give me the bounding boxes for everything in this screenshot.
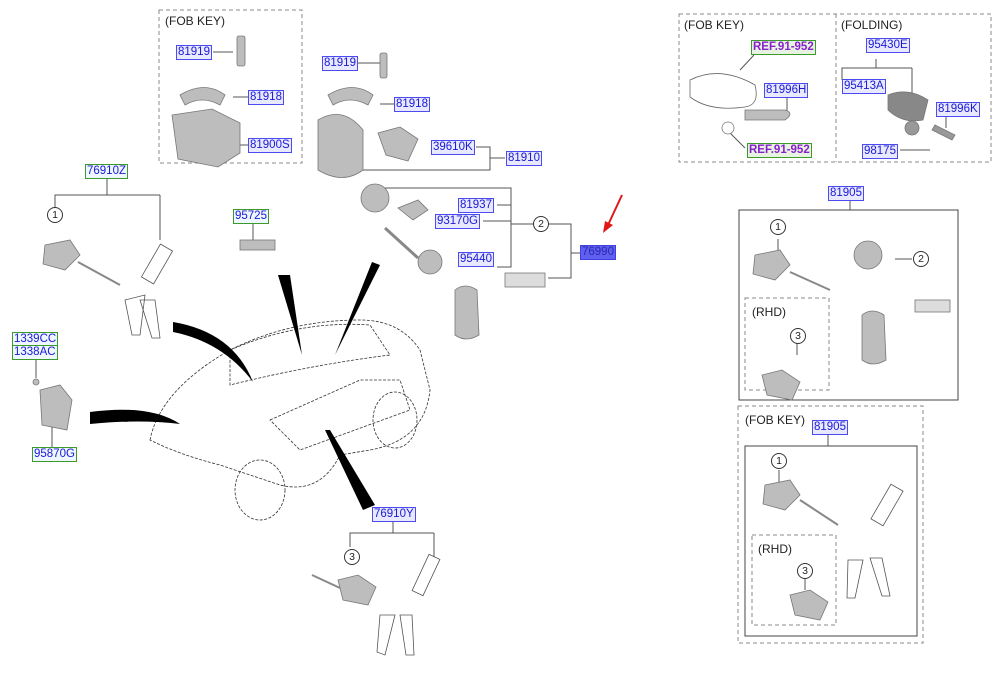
key-tag-illustration-2 <box>140 243 174 285</box>
fob-kit-door-cylinder <box>762 479 801 511</box>
door-cylinder-illustration <box>42 239 81 271</box>
fob-key-box-left <box>158 9 303 164</box>
part-label-81905[interactable]: 81905 <box>828 186 864 201</box>
rhd-caption-2: (RHD) <box>758 542 792 556</box>
callout-circle-1: 1 <box>47 207 63 223</box>
kit-rhd-cylinder <box>761 369 801 401</box>
part-label-98175[interactable]: 98175 <box>862 144 898 159</box>
battery-illustration-2 <box>904 120 920 136</box>
part-label-1339cc[interactable]: 1339CC <box>12 332 59 347</box>
housing-cover-illustration-2 <box>327 87 374 106</box>
fob-key-caption-left: (FOB KEY) <box>165 14 226 28</box>
part-label-95870g[interactable]: 95870G <box>32 447 77 462</box>
part-label-95413a[interactable]: 95413A <box>842 79 886 94</box>
rhd-caption-1: (RHD) <box>752 305 786 319</box>
callout-circle-2: 2 <box>533 216 549 232</box>
fob-key-caption-kit: (FOB KEY) <box>745 413 806 427</box>
callout-circle-1: 1 <box>770 219 786 235</box>
vehicle-outline <box>149 319 431 521</box>
rhd-cylinder-illustration <box>337 574 377 606</box>
antenna-rod <box>383 226 420 260</box>
part-label-81910[interactable]: 81910 <box>506 151 542 166</box>
battery-illustration <box>721 121 735 135</box>
part-label-81918[interactable]: 81918 <box>248 90 284 105</box>
steering-lock-illustration <box>171 108 241 168</box>
fob-kit-rhd-cylinder <box>789 589 829 621</box>
solid-boxes <box>738 209 959 637</box>
part-label-93170g[interactable]: 93170G <box>435 214 480 229</box>
kit-box <box>738 209 959 401</box>
part-label-95725[interactable]: 95725 <box>233 209 269 224</box>
ref-label-91-952[interactable]: REF.91-952 <box>751 40 816 55</box>
folding-key-illustration <box>887 91 929 122</box>
part-label-81996h[interactable]: 81996H <box>764 83 809 98</box>
part-label-1338ac[interactable]: 1338AC <box>12 345 58 360</box>
kit-box-fob <box>744 445 918 637</box>
part-label-95440[interactable]: 95440 <box>458 252 494 267</box>
screw-illustration-2 <box>379 52 388 79</box>
remote-key-illustration <box>454 285 480 340</box>
housing-cover-illustration <box>179 87 226 106</box>
pointer-wedge <box>278 275 302 355</box>
red-arrow <box>603 194 623 233</box>
part-illustrations <box>32 35 956 656</box>
fob-key-box-right <box>737 405 924 644</box>
key-tag-illustration <box>504 272 546 288</box>
rhd-box-2 <box>751 534 837 626</box>
fob-kit-key-tag <box>870 483 904 527</box>
switch-illustration <box>239 239 276 251</box>
pointer-wedge <box>173 322 253 382</box>
immobilizer-illustration <box>397 199 429 221</box>
fob-kit-keys <box>846 557 891 599</box>
bracket-illustration <box>377 126 419 162</box>
coil-ring-illustration <box>417 249 443 275</box>
part-label-81905-fob[interactable]: 81905 <box>812 420 848 435</box>
part-label-76910z[interactable]: 76910Z <box>85 164 129 179</box>
leader-lines <box>35 51 947 590</box>
part-label-81900s[interactable]: 81900S <box>248 138 292 153</box>
callout-circle-3: 3 <box>797 563 813 579</box>
callout-circle-1: 1 <box>771 453 787 469</box>
pointer-wedges <box>90 262 380 510</box>
key-blade-illustration <box>931 124 956 141</box>
screw-illustration <box>236 35 246 67</box>
callout-circle-3: 3 <box>344 549 360 565</box>
smart-key-illustration <box>689 73 757 109</box>
ref-label-91-952[interactable]: REF.91-952 <box>747 143 812 158</box>
part-label-81996k[interactable]: 81996K <box>936 102 980 117</box>
kit-key-tag <box>914 299 951 313</box>
kit-door-cylinder <box>752 249 791 281</box>
tailgate-actuator-illustration <box>39 384 73 431</box>
pointer-wedge <box>325 430 375 510</box>
part-label-39610k[interactable]: 39610K <box>431 140 475 155</box>
part-label-81918[interactable]: 81918 <box>394 97 430 112</box>
pointer-wedge <box>335 262 380 355</box>
dashed-boxes <box>158 9 992 644</box>
nut-illustration <box>32 378 40 386</box>
kit-ignition-cylinder <box>853 240 883 270</box>
part-label-95430e[interactable]: 95430E <box>866 38 910 53</box>
key-tag-illustration-3 <box>411 553 441 597</box>
emergency-key-illustration <box>744 109 791 121</box>
part-label-81919[interactable]: 81919 <box>176 45 212 60</box>
callout-circle-3: 3 <box>790 328 806 344</box>
folding-caption: (FOLDING) <box>841 18 903 32</box>
kit-remote-key <box>861 310 887 365</box>
fob-key-folding-box <box>678 13 992 163</box>
part-label-81919[interactable]: 81919 <box>322 56 358 71</box>
cylinder-illustration <box>360 183 390 213</box>
keys-illustration <box>124 294 161 339</box>
callout-circle-2: 2 <box>913 251 929 267</box>
keys-illustration-2 <box>376 614 415 656</box>
part-label-81937[interactable]: 81937 <box>458 198 494 213</box>
vehicle-body <box>149 319 431 488</box>
part-label-76990-selected[interactable]: 76990 <box>580 245 616 260</box>
pointer-wedge <box>90 409 180 424</box>
part-label-76910y[interactable]: 76910Y <box>372 507 416 522</box>
ignition-body-illustration <box>317 113 364 178</box>
fob-key-caption-right: (FOB KEY) <box>684 18 745 32</box>
